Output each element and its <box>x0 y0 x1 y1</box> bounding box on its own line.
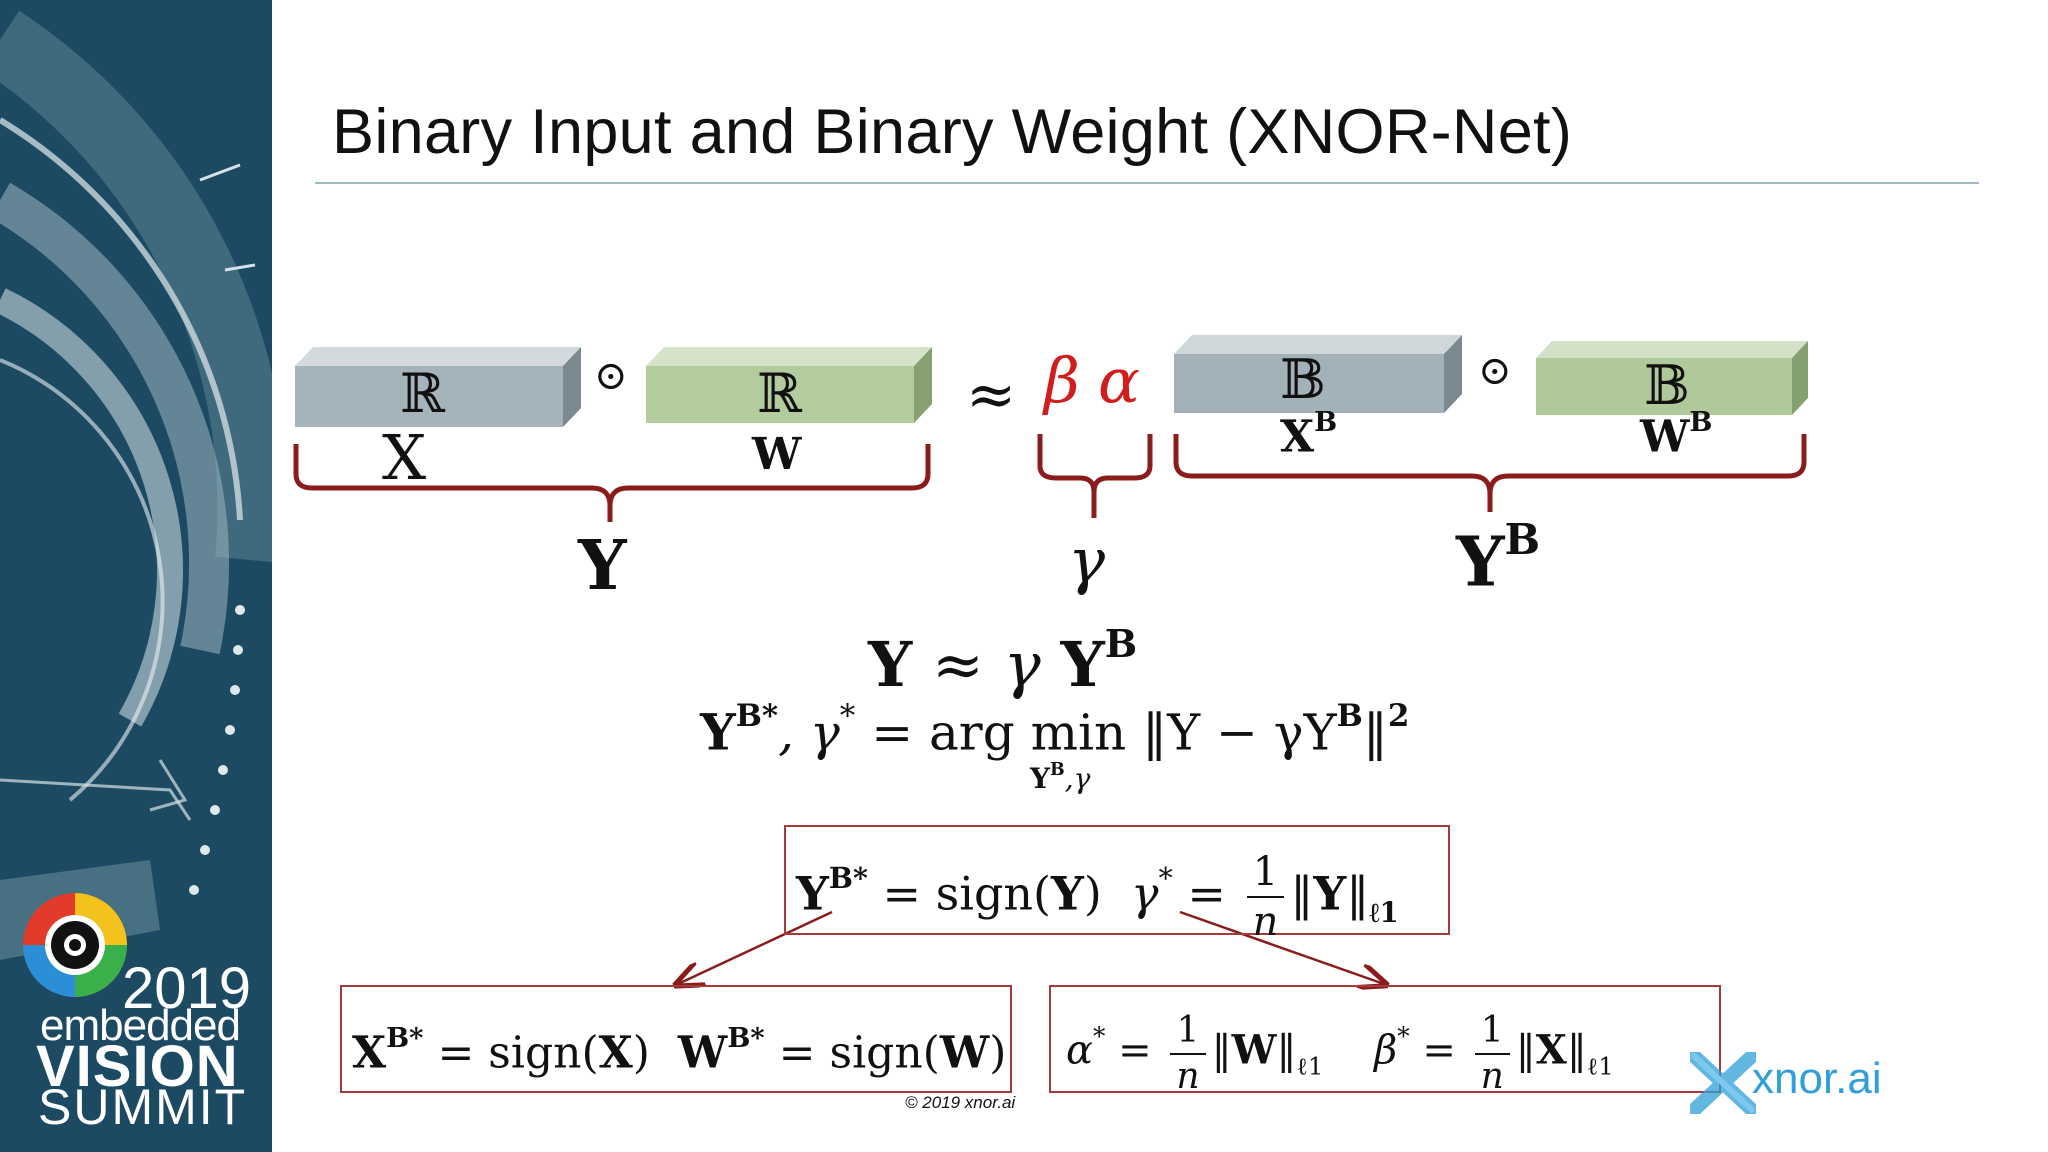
real-weight-block <box>646 347 932 423</box>
optimization-equation: YB*, γ* = arg min ‖Y − γYB‖2 <box>700 698 1410 762</box>
odot-operator-real: ⊙ <box>594 353 628 399</box>
arrow-to-binary-box <box>678 910 833 984</box>
binarization-box <box>340 985 1012 1093</box>
approximation-equation: Y ≈ γ YB <box>868 622 1138 701</box>
embedded-vision-logo-icon <box>23 893 127 997</box>
scaling-factor-box <box>1049 985 1721 1093</box>
real-input-block <box>295 347 581 427</box>
binary-input-block <box>1174 335 1462 413</box>
title-underline <box>315 182 1979 184</box>
binary-symbol-x: 𝔹 <box>1280 348 1326 411</box>
label-x: X <box>382 421 427 494</box>
label-xb: XB <box>1280 406 1338 463</box>
decorative-sidebar <box>0 0 272 1152</box>
brace-yb <box>1173 434 1807 512</box>
gamma-label: γ <box>1068 524 1106 597</box>
solution-box <box>784 825 1450 935</box>
label-y: Y <box>578 526 627 606</box>
event-line-vision: VISION <box>36 1034 239 1099</box>
event-line-summit: SUMMIT <box>38 1079 248 1135</box>
slide-title: Binary Input and Binary Weight (XNOR-Net… <box>332 97 1573 167</box>
real-symbol-x: ℝ <box>400 362 445 425</box>
binary-symbol-w: 𝔹 <box>1644 354 1690 417</box>
company-name: xnor.ai <box>1752 1054 1882 1103</box>
argmin-subscript: YB,γ <box>1030 760 1091 796</box>
copyright-notice: © 2019 xnor.ai <box>905 1093 1016 1112</box>
label-wb: WB <box>1640 406 1713 463</box>
beta-scale: β <box>1044 344 1080 417</box>
brace-gamma <box>1037 434 1153 518</box>
event-year: 2019 <box>122 956 252 1021</box>
odot-operator-binary: ⊙ <box>1478 348 1512 394</box>
arrow-to-scale-box <box>1179 910 1384 984</box>
binarization-equations: XB* = sign(X) WB* = sign(W) <box>352 1022 1007 1079</box>
approx-operator: ≈ <box>966 360 1017 430</box>
alpha-scale: α <box>1098 344 1140 417</box>
label-yb: YB <box>1456 514 1541 603</box>
xnor-logo-icon <box>1690 1052 1756 1114</box>
real-symbol-w: ℝ <box>757 362 802 425</box>
label-w: W <box>752 429 802 480</box>
binary-weight-block <box>1536 341 1808 415</box>
brace-y <box>293 444 931 522</box>
event-line-embedded: embedded <box>40 1001 241 1050</box>
